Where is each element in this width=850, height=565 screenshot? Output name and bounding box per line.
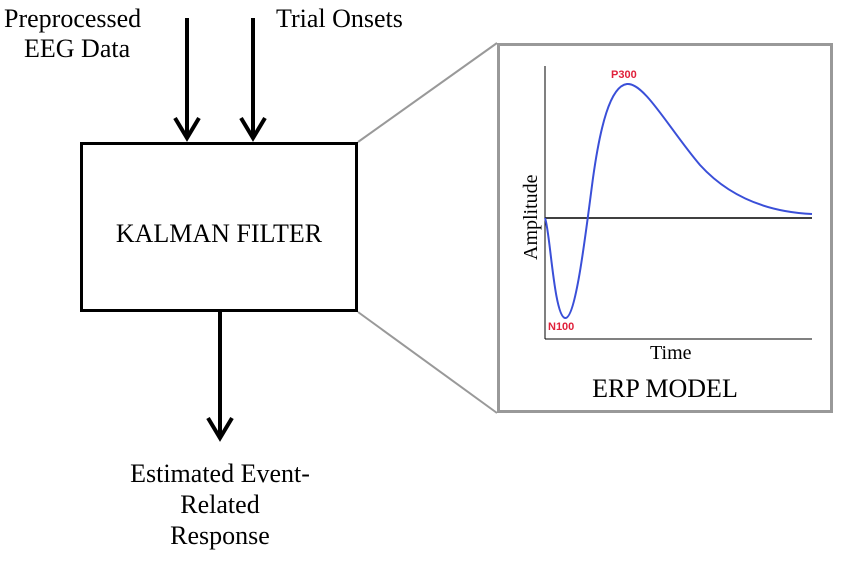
erp-y-axis-label: Amplitude	[520, 174, 542, 260]
zoom-line-bottom	[357, 311, 498, 414]
erp-curve	[544, 83, 813, 319]
onsets-arrow	[239, 18, 267, 142]
erp-model-title: ERP MODEL	[592, 374, 738, 403]
output-line3: Response	[170, 521, 270, 550]
eeg-arrow	[173, 18, 201, 142]
output-arrow	[206, 312, 234, 442]
p300-label: P300	[611, 69, 637, 81]
kalman-filter-label: KALMAN FILTER	[115, 219, 323, 248]
erp-model-panel	[497, 43, 833, 413]
kalman-filter-box: KALMAN FILTER	[80, 142, 358, 312]
output-label: Estimated Event- Related Response	[90, 458, 350, 551]
input-eeg-label: Preprocessed EEG Data	[4, 4, 141, 64]
output-line1: Estimated Event-	[130, 459, 310, 488]
output-line2: Related	[180, 490, 260, 519]
input-eeg-line2: EEG Data	[24, 34, 131, 63]
input-eeg-line1: Preprocessed	[4, 4, 142, 33]
n100-label: N100	[548, 321, 574, 333]
input-onsets-label: Trial Onsets	[276, 4, 403, 33]
zoom-line-top	[357, 42, 498, 143]
erp-x-axis-label: Time	[650, 342, 692, 364]
